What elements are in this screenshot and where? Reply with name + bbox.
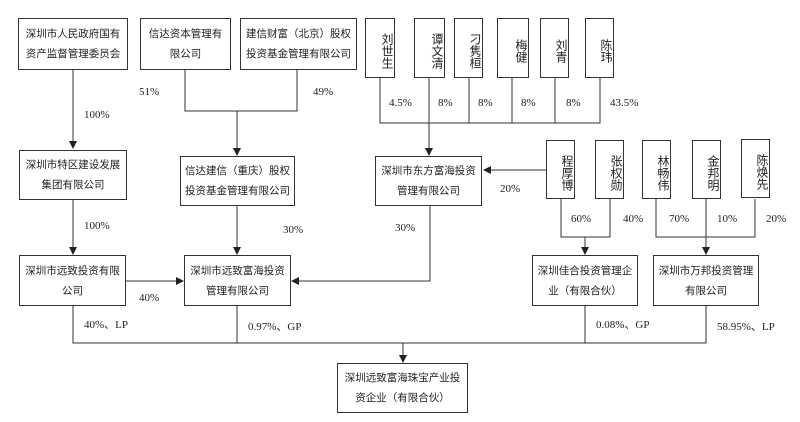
person-mei-jian: 梅健 (497, 18, 529, 78)
pct-wanbang-target: 58.95%、LP (717, 321, 775, 333)
person-zhang-quanxun: 张权勋 (595, 140, 624, 199)
entity-xinda-capital: 信达资本管理有限公司 (140, 18, 231, 70)
pct-jin-bangming: 10% (717, 213, 738, 225)
person-diao-yanhuan: 刁隽桓 (454, 18, 483, 78)
pct-liu-shisheng: 4.5% (389, 97, 412, 109)
entity-sz-tequ: 深圳市特区建设发展集团有限公司 (19, 150, 127, 200)
entity-sz-dongfang: 深圳市东方富海投资管理有限公司 (375, 156, 482, 206)
pct-yuanzhi-target: 40%、LP (84, 319, 128, 331)
pct-cheng-houbo: 60% (571, 213, 592, 225)
pct-liu-qing: 8% (566, 97, 581, 109)
entity-sz-jiahe: 深圳佳合投资管理企业（有限合伙） (532, 255, 638, 306)
pct-xinda-capital: 51% (139, 86, 160, 98)
person-chen-wei: 陈玮 (585, 18, 614, 78)
person-jin-bangming: 金邦明 (692, 140, 721, 199)
entity-xinda-ccb-cq: 信达建信（重庆）股权投资基金管理有限公司 (180, 156, 295, 206)
pct-lin-changwei: 70% (669, 213, 690, 225)
pct-yzfh-target: 0.97%、GP (248, 321, 302, 333)
person-liu-shisheng: 刘世生 (365, 18, 395, 78)
entity-sz-sasac: 深圳市人民政府国有资产监督管理委员会 (18, 18, 128, 70)
pct-sasac-tequ: 100% (84, 109, 110, 121)
pct-tan-wenqing: 8% (438, 97, 453, 109)
edge-target-bus (72, 306, 707, 344)
person-liu-qing: 刘青 (540, 18, 569, 78)
edge-dongfang-yzfh (291, 206, 431, 285)
pct-jiahe-target: 0.08%、GP (596, 319, 650, 331)
edge-persons-merge (379, 78, 601, 124)
pct-tequ-yuanzhi: 100% (84, 220, 110, 232)
entity-ccb-wealth: 建信财富（北京）股权投资基金管理有限公司 (240, 18, 357, 70)
pct-cheng-dongfang: 20% (500, 183, 521, 195)
pct-chen-wei: 43.5% (610, 97, 639, 109)
entity-sz-yuanzhi: 深圳市远致投资有限公司 (19, 255, 126, 306)
pct-yuanzhi-yzfh: 40% (139, 292, 160, 304)
edge-xinda-ccb-merge (184, 70, 298, 112)
entity-sz-yuanzhi-fuhai: 深圳市远致富海投资管理有限公司 (184, 255, 291, 306)
pct-zhang-quanxun: 40% (623, 213, 644, 225)
pct-chen-huanxian: 20% (766, 213, 787, 225)
pct-xinda-ccb-yzfh: 30% (283, 224, 304, 236)
pct-diao-yanhuan: 8% (478, 97, 493, 109)
pct-mei-jian: 8% (521, 97, 536, 109)
pct-dongfang-yzfh: 30% (395, 222, 416, 234)
entity-target-fund: 深圳远致富海珠宝产业投资企业（有限合伙） (337, 363, 468, 413)
person-lin-changwei: 林畅伟 (642, 140, 671, 199)
entity-sz-wanbang: 深圳市万邦投资管理有限公司 (653, 255, 759, 306)
pct-ccb-wealth: 49% (313, 86, 334, 98)
person-cheng-houbo: 程厚博 (546, 140, 575, 199)
person-tan-wenqing: 谭文清 (414, 18, 445, 78)
person-chen-huanxian: 陈焕先 (741, 139, 770, 198)
